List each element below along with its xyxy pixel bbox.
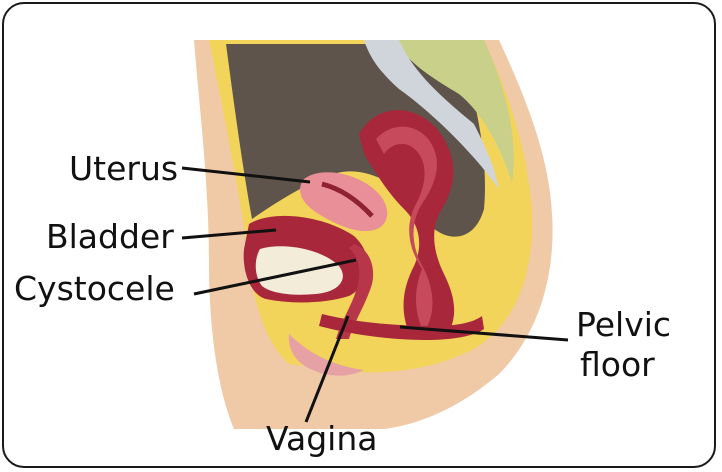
label-floor: floor — [580, 348, 655, 381]
label-bladder: Bladder — [46, 220, 174, 253]
diagram-frame: Uterus Bladder Cystocele Pelvic floor Va… — [2, 2, 716, 468]
label-pelvic: Pelvic — [576, 308, 671, 341]
label-cystocele: Cystocele — [14, 272, 175, 305]
label-uterus: Uterus — [69, 152, 178, 185]
label-vagina: Vagina — [266, 422, 378, 455]
